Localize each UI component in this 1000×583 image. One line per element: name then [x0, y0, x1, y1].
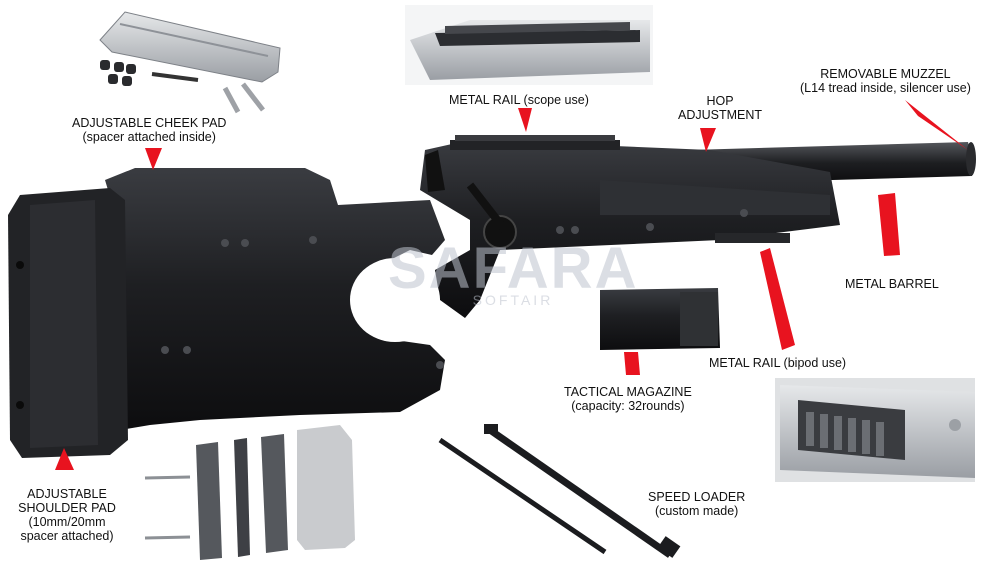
- watermark-brand: SAFARA: [388, 236, 639, 301]
- arrow-scope-rail: [518, 108, 532, 132]
- label-cheek-pad: ADJUSTABLE CHEEK PAD (spacer attached in…: [72, 116, 227, 144]
- label-scope-rail: METAL RAIL (scope use): [449, 93, 589, 107]
- arrow-magazine: [624, 352, 640, 375]
- label-removable-muzzel: REMOVABLE MUZZEL (L14 tread inside, sile…: [800, 67, 971, 95]
- label-tactical-magazine: TACTICAL MAGAZINE (capacity: 32rounds): [564, 385, 692, 413]
- label-shoulder-pad: ADJUSTABLE SHOULDER PAD (10mm/20mm space…: [18, 487, 116, 543]
- arrow-barrel: [878, 193, 900, 256]
- brand-watermark: SAFARA SOFTAIR: [388, 238, 638, 328]
- watermark-sub: SOFTAIR: [472, 292, 554, 308]
- rifle-body: [8, 135, 840, 458]
- label-speed-loader: SPEED LOADER (custom made): [648, 490, 746, 518]
- arrow-shoulder-pad: [55, 448, 74, 470]
- callout-arrows: [55, 100, 968, 470]
- magazine: [600, 288, 720, 350]
- arrow-hop: [700, 128, 716, 152]
- cheek-pad-part: [99, 11, 281, 114]
- label-hop-adjustment: HOP ADJUSTMENT: [678, 94, 763, 122]
- arrow-bipod-rail: [760, 248, 795, 350]
- label-bipod-rail: METAL RAIL (bipod use): [709, 356, 847, 370]
- arrow-cheek-pad: [145, 148, 162, 170]
- bipod-rail-inset: [775, 378, 975, 482]
- label-metal-barrel: METAL BARREL: [845, 277, 939, 291]
- shoulder-pad-spacers: [144, 425, 355, 560]
- scope-rail-inset: [405, 5, 653, 85]
- arrow-muzzel: [905, 100, 968, 150]
- speed-loader-rods: [438, 424, 681, 558]
